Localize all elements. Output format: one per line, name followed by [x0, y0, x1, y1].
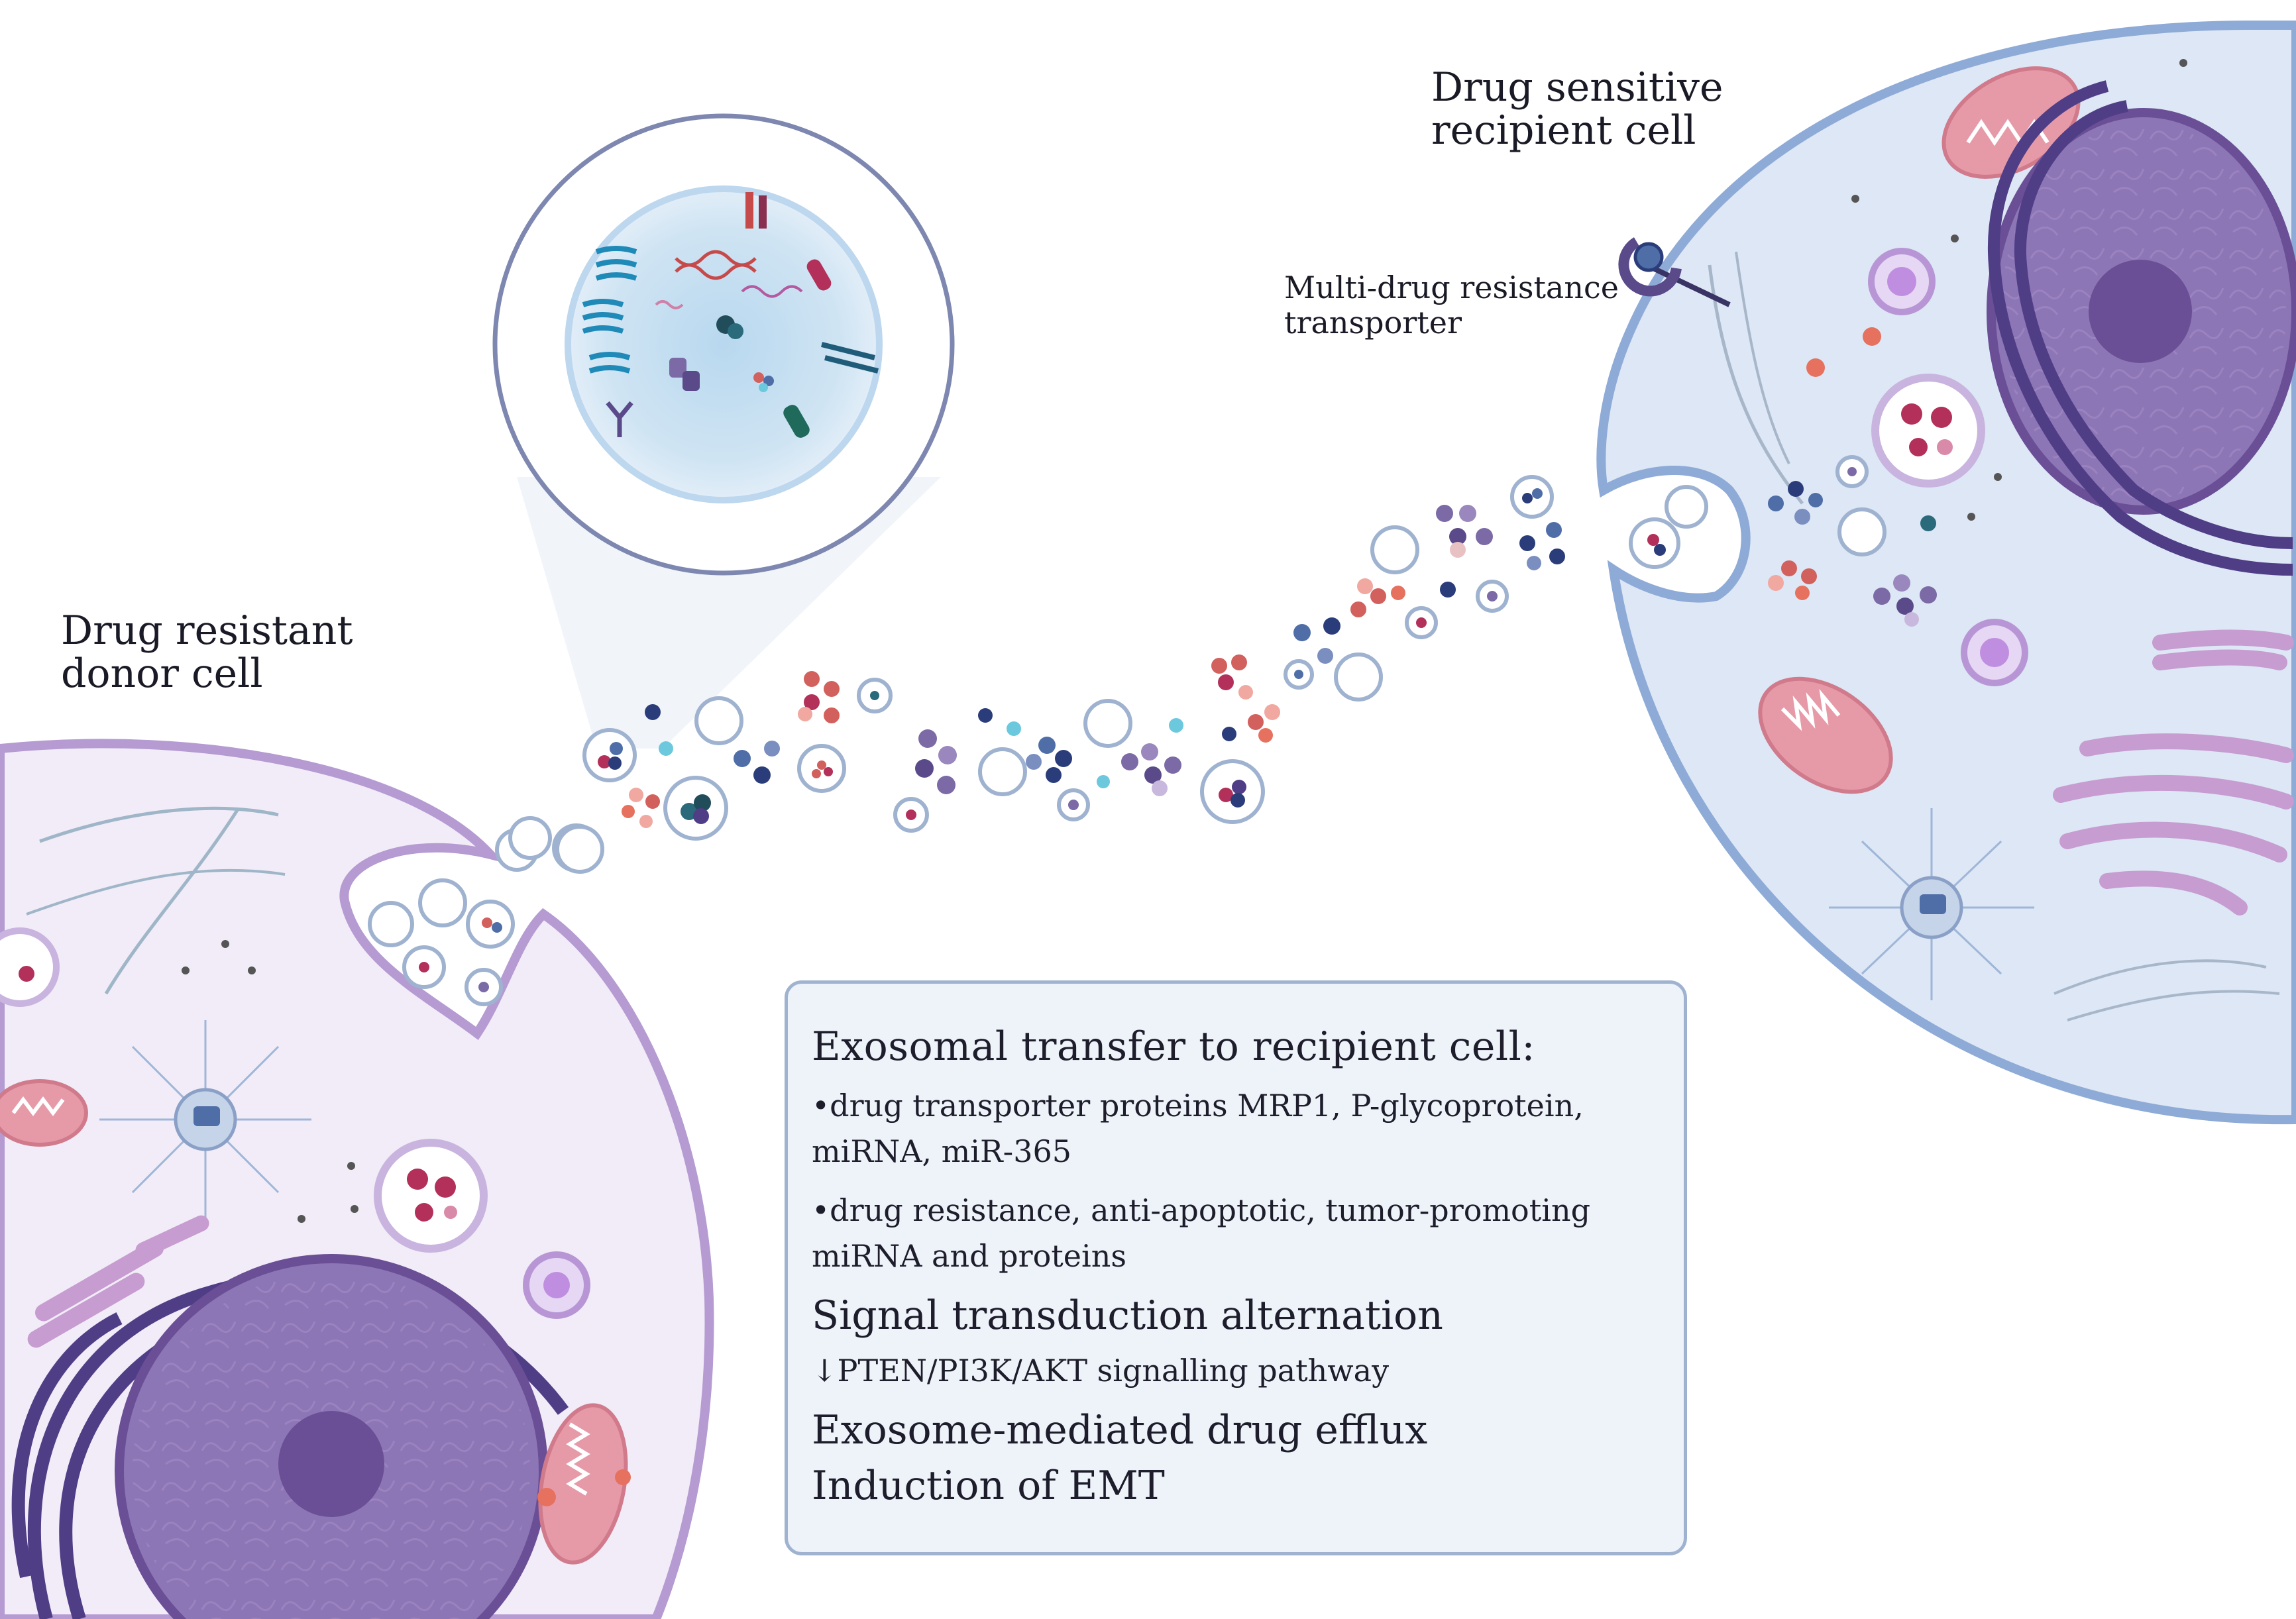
ligand-icon: [821, 342, 879, 374]
membrane-protein-icon: [783, 405, 810, 438]
protein-cluster-icon: [669, 358, 700, 391]
exosome-stream: [508, 475, 1565, 874]
info-bullet-1-line-2: miRNA, miR-365: [812, 1133, 1071, 1169]
mitochondrion-icon-4: [1758, 676, 1893, 794]
donor-cell-title: Drug resistant donor cell: [61, 609, 353, 696]
mitochondrion-icon: [0, 1079, 88, 1147]
info-bullet-1-line-1: •drug transporter proteins MRP1, P-glyco…: [812, 1088, 1584, 1123]
recipient-cell: [1596, 21, 2296, 1125]
centrosome-icon: [99, 1020, 311, 1219]
multivesicular-body-icon-3: [1871, 374, 1985, 488]
golgi-apparatus-icon: [27, 1215, 209, 1348]
mdr-label-line-2: transporter: [1284, 304, 1462, 340]
endosome-icon-3: [1961, 619, 2028, 686]
golgi-apparatus-icon-2: [2053, 629, 2294, 915]
multivesicular-body-icon-2: [374, 1139, 488, 1253]
small-cargo-icon: [753, 372, 774, 392]
info-bullet-drug-resistance: •drug resistance, anti-apoptotic, tumor-…: [812, 1188, 1660, 1279]
exosome-zoom-inset: [492, 113, 955, 749]
mitochondrion-icon-2: [537, 1403, 631, 1565]
mdr-transporter-label: Multi-drug resistance transporter: [1284, 270, 1619, 340]
nucleolus-icon: [278, 1411, 384, 1517]
emt-induction-heading: Induction of EMT: [812, 1463, 1165, 1509]
donor-title-line-1: Drug resistant: [61, 607, 353, 654]
recipient-title-line-1: Drug sensitive: [1431, 64, 1723, 111]
mdr-transporter-icon: [1618, 237, 1731, 307]
info-box-heading: Exosomal transfer to recipient cell:: [812, 1023, 1535, 1070]
integrin-icon: [745, 192, 767, 229]
signal-transduction-heading: Signal transduction alternation: [812, 1292, 1443, 1339]
info-bullet-2-line-1: •drug resistance, anti-apoptotic, tumor-…: [812, 1192, 1591, 1228]
endosome-icon: [523, 1251, 590, 1319]
centrosome-icon-2: [1829, 808, 2034, 1000]
donor-title-line-2: donor cell: [61, 650, 263, 697]
tetraspanin-icon: [806, 259, 832, 291]
recipient-cell-title: Drug sensitive recipient cell: [1431, 66, 1723, 152]
donor-cell: [0, 739, 714, 1619]
endosome-icon-2: [1868, 248, 1936, 315]
antibody-icon: [606, 401, 633, 437]
dna-icon: [675, 250, 757, 280]
recipient-title-line-2: recipient cell: [1431, 107, 1696, 154]
info-bullet-2-line-2: miRNA and proteins: [812, 1238, 1126, 1274]
mirna-icon: [741, 285, 803, 298]
info-bullet-transporter-proteins: •drug transporter proteins MRP1, P-glyco…: [812, 1083, 1660, 1175]
transmembrane-receptor-icon: [582, 246, 637, 374]
nucleolus-icon-2: [2089, 260, 2192, 363]
rna-icon: [655, 300, 684, 309]
exosomal-transfer-info-box: Exosomal transfer to recipient cell: •dr…: [785, 980, 1687, 1555]
donor-nucleus: [115, 1254, 548, 1619]
endoplasmic-reticulum-icon-2: [1988, 80, 2293, 576]
mdr-label-line-1: Multi-drug resistance: [1284, 270, 1619, 305]
drug-efflux-heading: Exosome-mediated drug efflux: [812, 1407, 1428, 1453]
signalling-pathway-detail: ↓PTEN/PI3K/AKT signalling pathway: [812, 1353, 1390, 1388]
multivesicular-body-icon: [0, 927, 60, 1007]
